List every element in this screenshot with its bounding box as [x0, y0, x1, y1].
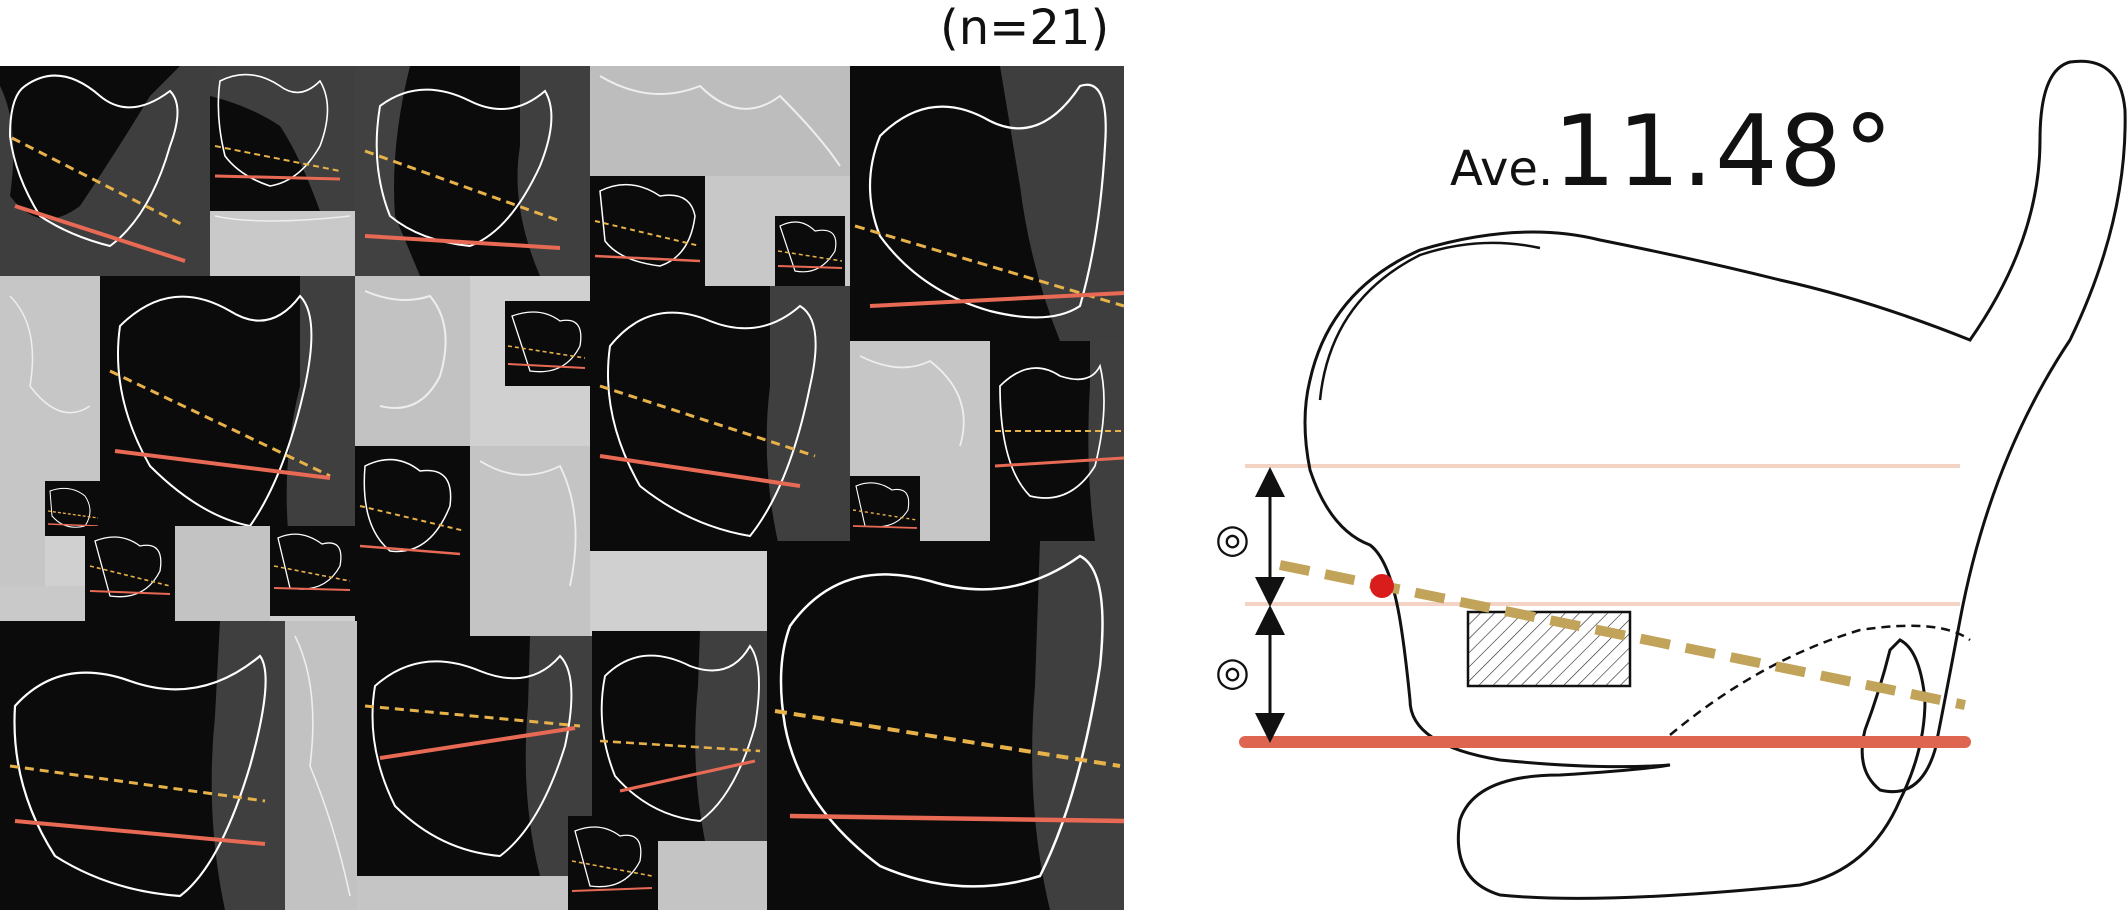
dashed-contour [1669, 624, 1971, 736]
ct-tile [850, 66, 1124, 341]
ct-tile [470, 446, 590, 636]
ct-tile [270, 526, 355, 616]
hatched-region [1466, 610, 1632, 688]
ct-tile [355, 66, 590, 276]
average-angle-label: Ave.11.48° [1450, 95, 1895, 209]
ct-tile [920, 476, 990, 541]
ct-tile [505, 301, 590, 386]
outline-inner-fold [1318, 241, 1541, 401]
ct-tile [85, 526, 175, 621]
ct-tile [210, 211, 355, 276]
ct-tile [0, 526, 45, 586]
sample-size-label: (n=21) [940, 0, 1110, 56]
ct-tile [775, 216, 845, 286]
double-circle-icon: ◎ [1215, 649, 1250, 695]
ct-tile [355, 446, 470, 636]
ct-tile [357, 876, 592, 910]
schematic-diagram: ◎ ◎ [1215, 59, 2127, 900]
ct-tile [175, 526, 270, 621]
ct-tile [210, 66, 355, 211]
double-circle-icon: ◎ [1215, 516, 1250, 562]
ct-tile [355, 276, 470, 446]
ct-tile [590, 66, 850, 176]
ct-tile [590, 286, 850, 551]
ct-tile [285, 621, 357, 910]
ct-tile [850, 476, 920, 541]
ct-tile [850, 341, 990, 476]
ct-tile [590, 176, 705, 286]
ct-tile [0, 621, 285, 910]
ct-tile [990, 341, 1124, 541]
schematic-dashed-line [1278, 560, 1967, 710]
ct-tile [100, 276, 355, 551]
ct-tile [45, 481, 100, 536]
ct-tile [357, 636, 592, 876]
average-prefix: Ave. [1450, 141, 1554, 197]
ct-image-mosaic [0, 66, 1124, 910]
ct-tile [0, 66, 210, 276]
ct-tile [568, 816, 767, 910]
ct-tile [767, 541, 1124, 910]
average-value: 11.48° [1553, 95, 1895, 209]
ct-tile [592, 631, 767, 841]
landmark-point [1370, 574, 1394, 598]
